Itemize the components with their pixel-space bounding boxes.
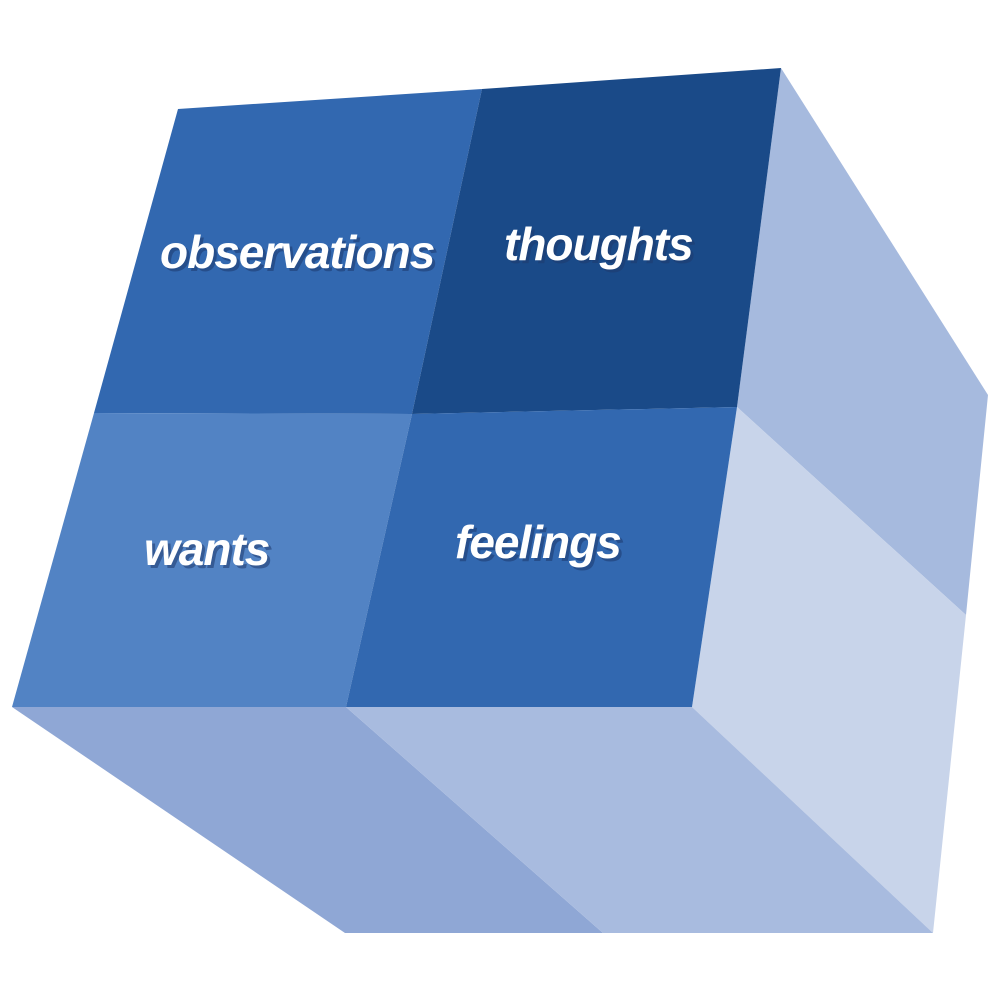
thoughts-label-shadow: thoughts bbox=[507, 221, 696, 273]
quadrant-wants bbox=[12, 413, 412, 707]
cube-bottom-face-right bbox=[346, 707, 933, 933]
feelings-label: feelings bbox=[455, 516, 621, 568]
observations-label: observations bbox=[160, 226, 435, 278]
quadrant-feelings bbox=[346, 407, 737, 707]
wants-label: wants bbox=[144, 523, 270, 575]
feelings-label-shadow: feelings bbox=[458, 519, 624, 571]
cube-bottom-face-left bbox=[12, 707, 603, 933]
cube-right-face-upper bbox=[737, 68, 988, 615]
thoughts-label: thoughts bbox=[504, 218, 693, 270]
observations-label-shadow: observations bbox=[163, 229, 438, 281]
cube-right-face-lower bbox=[692, 407, 966, 933]
quadrant-observations bbox=[94, 89, 482, 414]
quadrant-thoughts bbox=[412, 68, 781, 414]
wants-label-shadow: wants bbox=[147, 526, 273, 578]
